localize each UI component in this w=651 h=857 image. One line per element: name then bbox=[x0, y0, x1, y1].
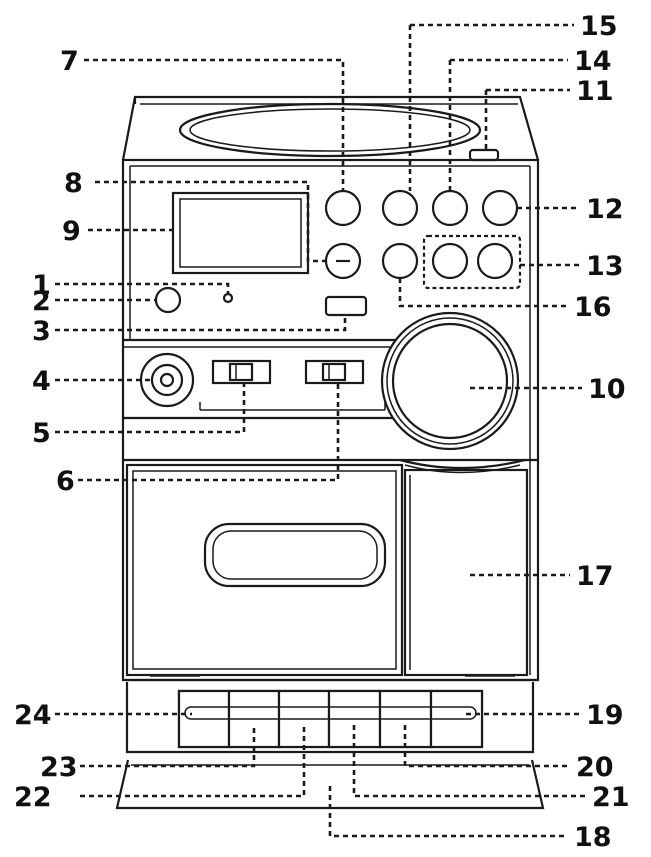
callout-21: 21 bbox=[592, 782, 630, 813]
speaker-panel bbox=[403, 468, 529, 677]
lcd-display bbox=[171, 191, 310, 275]
cassette-door[interactable] bbox=[125, 463, 404, 677]
slide-switch-5[interactable] bbox=[211, 359, 272, 385]
callout-3: 3 bbox=[32, 316, 51, 347]
standby-indicator bbox=[222, 292, 234, 304]
callout-1: 1 bbox=[32, 270, 51, 301]
callout-11: 11 bbox=[576, 76, 614, 107]
volume-knob[interactable] bbox=[380, 311, 520, 451]
callout-19: 19 bbox=[586, 700, 624, 731]
callout-18: 18 bbox=[574, 822, 612, 853]
callout-23: 23 bbox=[40, 752, 78, 783]
button-13b[interactable] bbox=[476, 242, 514, 280]
cd-lid bbox=[178, 102, 500, 162]
button-12[interactable] bbox=[481, 189, 519, 227]
callout-2: 2 bbox=[32, 286, 51, 317]
callout-5: 5 bbox=[32, 418, 51, 449]
power-button[interactable] bbox=[154, 286, 182, 314]
callout-20: 20 bbox=[576, 752, 614, 783]
callout-4: 4 bbox=[32, 366, 51, 397]
callout-7: 7 bbox=[60, 46, 79, 77]
callout-8: 8 bbox=[64, 168, 83, 199]
callout-10: 10 bbox=[588, 374, 626, 405]
callout-15: 15 bbox=[580, 11, 618, 42]
button-16[interactable] bbox=[381, 242, 419, 280]
leader-lines bbox=[55, 23, 585, 838]
callout-6: 6 bbox=[56, 466, 75, 497]
button-group-13-box bbox=[422, 234, 522, 290]
button-13a[interactable] bbox=[431, 242, 469, 280]
callout-22: 22 bbox=[14, 782, 52, 813]
button-7[interactable] bbox=[324, 189, 362, 227]
callout-24: 24 bbox=[14, 700, 52, 731]
cd-open-button[interactable] bbox=[324, 295, 368, 317]
slide-switch-6[interactable] bbox=[304, 359, 365, 385]
callout-12: 12 bbox=[586, 194, 624, 225]
callout-17: 17 bbox=[576, 561, 614, 592]
callout-16: 16 bbox=[574, 292, 612, 323]
button-15[interactable] bbox=[381, 189, 419, 227]
headphone-jack[interactable] bbox=[139, 352, 195, 408]
callout-13: 13 bbox=[586, 251, 624, 282]
button-14[interactable] bbox=[431, 189, 469, 227]
callout-9: 9 bbox=[62, 216, 81, 247]
callout-labels: 7 15 14 11 8 9 12 13 1 2 16 3 4 10 5 6 1… bbox=[14, 11, 630, 853]
callout-14: 14 bbox=[574, 46, 612, 77]
